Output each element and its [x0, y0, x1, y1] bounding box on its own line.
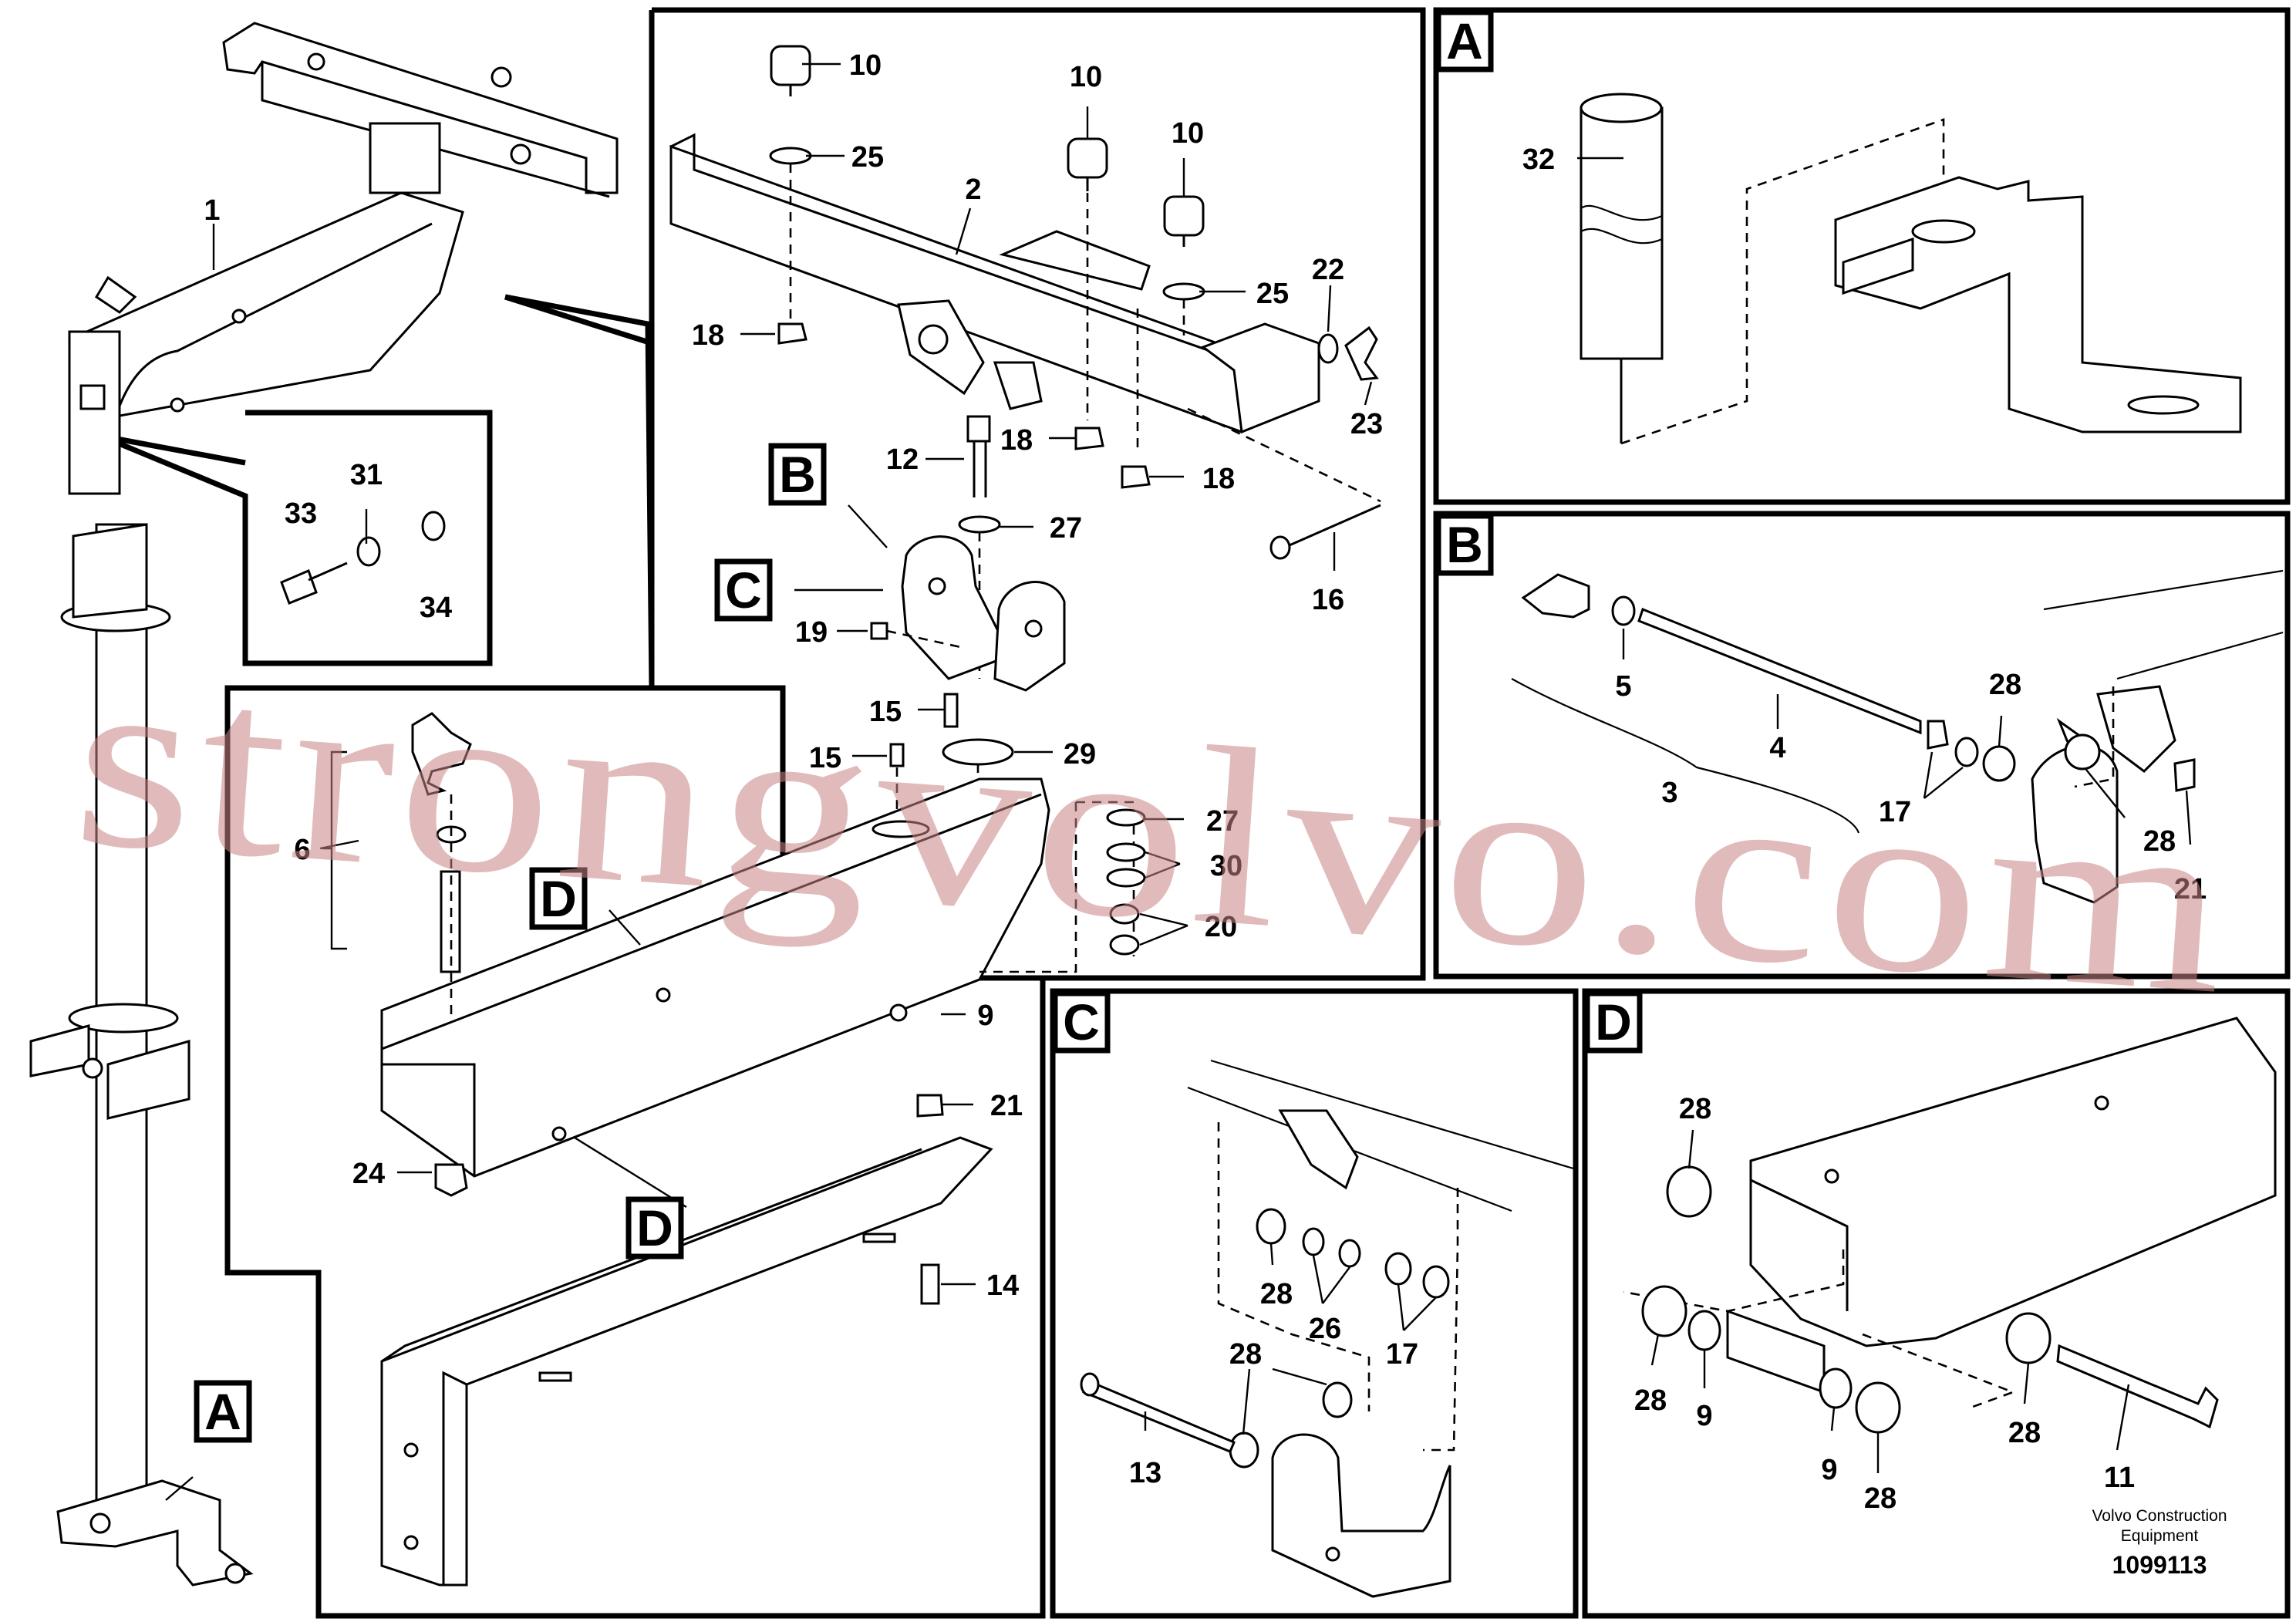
callout-28-b1: 28: [1989, 669, 2021, 701]
top-view: [669, 45, 1381, 692]
detail-d-frame: [1582, 988, 2291, 1619]
callout-18-c: 18: [1202, 463, 1235, 495]
callout-28-c1: 28: [1260, 1278, 1293, 1310]
callout-13: 13: [1129, 1457, 1161, 1489]
callout-27-b: 27: [1206, 805, 1239, 838]
callout-15-b: 15: [809, 742, 841, 774]
detail-c-tag-box: [1052, 990, 1111, 1054]
lower-view: [380, 693, 1146, 1587]
top-tag-b-box: [768, 443, 827, 506]
callout-28-b2: 28: [2143, 825, 2176, 858]
callout-9-a: 9: [977, 1000, 993, 1032]
company-name-line2: Equipment: [2121, 1527, 2199, 1545]
callout-16: 16: [1312, 584, 1344, 616]
detail-a-frame: [1433, 7, 2291, 505]
company-name-line1: Volvo Construction: [2092, 1507, 2227, 1525]
detail-b-tag-box: [1435, 513, 1494, 576]
main-tag-a: A: [204, 1383, 241, 1440]
bolt-inset: [280, 511, 446, 605]
callout-21-b: 21: [2174, 873, 2207, 905]
callout-12: 12: [886, 443, 919, 476]
watermark: strongvolvo.com: [66, 616, 2240, 1048]
top-tag-c: C: [725, 561, 762, 619]
callout-28-d3: 28: [1864, 1482, 1896, 1515]
callout-6: 6: [294, 834, 310, 866]
top-tag-c-box: [714, 558, 773, 622]
zoom-wedge-lower: [504, 294, 653, 346]
callouts: 1 33 31 34 10 10 10 25 25 2 22 23 18 18 …: [204, 49, 2207, 1515]
callout-25-b: 25: [1256, 278, 1289, 310]
detail-tags: A B C D A B C D D: [194, 9, 1643, 1443]
callout-30: 30: [1210, 850, 1242, 882]
leader-lines: [165, 62, 2192, 1501]
lower-tag-d1-box: [529, 867, 588, 930]
callout-25-a: 25: [851, 141, 884, 174]
callout-28-d2: 28: [1634, 1384, 1667, 1417]
callout-15-a: 15: [869, 696, 902, 728]
callout-34: 34: [420, 592, 452, 624]
detail-a-tag: A: [1446, 12, 1483, 69]
detail-d: [1623, 1017, 2277, 1434]
detail-a-tag-box: [1435, 9, 1494, 73]
callout-28-d1: 28: [1679, 1093, 1711, 1125]
callout-18-a: 18: [692, 319, 724, 352]
callout-24: 24: [352, 1158, 385, 1190]
callout-28-c2: 28: [1229, 1338, 1262, 1371]
callout-4: 4: [1769, 732, 1785, 764]
callout-23: 23: [1350, 408, 1383, 440]
document-number: 1099113: [2112, 1551, 2207, 1579]
callout-17-b: 17: [1879, 796, 1911, 828]
callout-10-a: 10: [849, 49, 882, 82]
callout-18-b: 18: [1000, 424, 1033, 457]
footer: Volvo Construction Equipment 1099113: [2092, 1507, 2227, 1579]
detail-b: [1511, 569, 2284, 904]
detail-b-frame: [1433, 511, 2291, 980]
detail-d-tag: D: [1595, 993, 1632, 1050]
callout-20: 20: [1205, 911, 1237, 943]
callout-29: 29: [1064, 738, 1096, 771]
main-view: [29, 22, 619, 1587]
callout-2: 2: [965, 174, 981, 206]
callout-22: 22: [1312, 254, 1344, 286]
callout-21-a: 21: [990, 1090, 1023, 1122]
callout-10-b: 10: [1070, 61, 1102, 93]
callout-11: 11: [2104, 1462, 2135, 1494]
callout-28-d4: 28: [2008, 1417, 2041, 1449]
callout-33: 33: [285, 497, 317, 530]
detail-c-frame: [1050, 988, 1579, 1619]
lower-tag-d1: D: [540, 870, 577, 927]
callout-32: 32: [1522, 143, 1555, 176]
callout-9-d1: 9: [1696, 1400, 1712, 1432]
callout-31: 31: [350, 459, 383, 491]
callout-10-c: 10: [1172, 117, 1204, 150]
detail-b-tag: B: [1446, 516, 1483, 573]
callout-27-a: 27: [1050, 512, 1082, 545]
callout-19: 19: [795, 616, 828, 649]
callout-26: 26: [1309, 1313, 1341, 1345]
detail-a: [1580, 93, 2242, 445]
main-tag-a-box: [194, 1380, 252, 1443]
zoom-wedge: [504, 294, 655, 689]
callout-17-c: 17: [1386, 1338, 1418, 1371]
top-tag-b: B: [779, 446, 816, 503]
callout-14: 14: [986, 1270, 1019, 1302]
detail-c: [1080, 1059, 1574, 1598]
callout-9-d2: 9: [1821, 1454, 1837, 1486]
detail-d-tag-box: [1584, 990, 1643, 1054]
callout-5: 5: [1615, 670, 1631, 703]
lower-tag-d2: D: [636, 1199, 673, 1256]
lower-tag-d2-box: [625, 1196, 684, 1259]
callout-1: 1: [204, 194, 220, 227]
detail-c-tag: C: [1063, 993, 1100, 1050]
callout-3: 3: [1661, 777, 1677, 809]
